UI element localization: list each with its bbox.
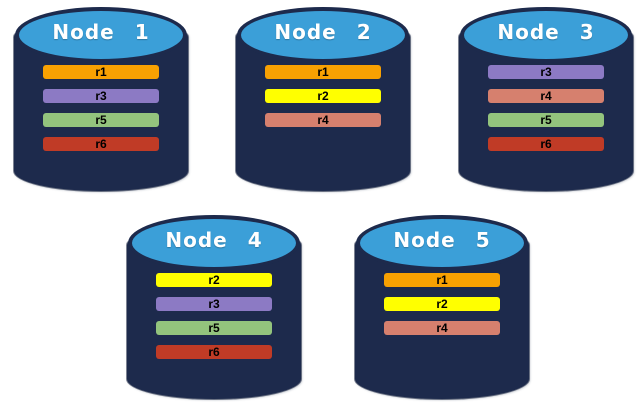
replica-bar: r5 bbox=[43, 113, 159, 127]
replica-list: r1 r2 r4 bbox=[384, 273, 500, 335]
replica-label: r6 bbox=[95, 137, 107, 151]
cylinder-top-ellipse bbox=[15, 7, 187, 63]
database-node: Node 1 r1 r3 r5 r6 bbox=[13, 5, 189, 191]
replica-label: r3 bbox=[540, 65, 552, 79]
replica-label: r5 bbox=[540, 113, 552, 127]
replica-bar: r3 bbox=[156, 297, 272, 311]
replica-label: r3 bbox=[208, 297, 220, 311]
replica-bar: r1 bbox=[265, 65, 381, 79]
replica-list: r1 r3 r5 r6 bbox=[43, 65, 159, 151]
replica-bar: r5 bbox=[156, 321, 272, 335]
replica-bar: r3 bbox=[43, 89, 159, 103]
replica-bar: r4 bbox=[265, 113, 381, 127]
node-label: Node 3 bbox=[497, 20, 595, 44]
replica-label: r3 bbox=[95, 89, 107, 103]
node-label: Node 2 bbox=[274, 20, 372, 44]
replica-label: r2 bbox=[317, 89, 329, 103]
replica-bar: r6 bbox=[488, 137, 604, 151]
replica-list: r3 r4 r5 r6 bbox=[488, 65, 604, 151]
replica-label: r5 bbox=[95, 113, 107, 127]
replica-label: r4 bbox=[317, 113, 329, 127]
database-node: Node 3 r3 r4 r5 r6 bbox=[458, 5, 634, 191]
node-label: Node 4 bbox=[165, 228, 263, 252]
replica-bar: r6 bbox=[156, 345, 272, 359]
replica-bar: r5 bbox=[488, 113, 604, 127]
replica-label: r4 bbox=[540, 89, 552, 103]
cylinder-top-ellipse bbox=[460, 7, 632, 63]
cylinder-top-ellipse bbox=[356, 215, 528, 271]
replica-label: r6 bbox=[540, 137, 552, 151]
cylinder-top-ellipse bbox=[128, 215, 300, 271]
replica-list: r1 r2 r4 bbox=[265, 65, 381, 127]
replica-bar: r2 bbox=[384, 297, 500, 311]
replica-label: r6 bbox=[208, 345, 220, 359]
replica-bar: r6 bbox=[43, 137, 159, 151]
replica-bar: r4 bbox=[384, 321, 500, 335]
replica-bar: r3 bbox=[488, 65, 604, 79]
replica-bar: r1 bbox=[384, 273, 500, 287]
replica-label: r2 bbox=[436, 297, 448, 311]
cylinder-top-ellipse bbox=[237, 7, 409, 63]
node-label: Node 5 bbox=[393, 228, 491, 252]
replica-label: r2 bbox=[208, 273, 220, 287]
database-node: Node 5 r1 r2 r4 bbox=[354, 213, 530, 399]
replica-bar: r2 bbox=[156, 273, 272, 287]
replica-label: r4 bbox=[436, 321, 448, 335]
replica-list: r2 r3 r5 r6 bbox=[156, 273, 272, 359]
node-label: Node 1 bbox=[52, 20, 150, 44]
replica-label: r1 bbox=[317, 65, 329, 79]
replica-bar: r1 bbox=[43, 65, 159, 79]
replica-bar: r2 bbox=[265, 89, 381, 103]
replica-label: r5 bbox=[208, 321, 220, 335]
replica-label: r1 bbox=[95, 65, 107, 79]
database-node: Node 4 r2 r3 r5 r6 bbox=[126, 213, 302, 399]
replica-label: r1 bbox=[436, 273, 448, 287]
database-node: Node 2 r1 r2 r4 bbox=[235, 5, 411, 191]
replica-bar: r4 bbox=[488, 89, 604, 103]
